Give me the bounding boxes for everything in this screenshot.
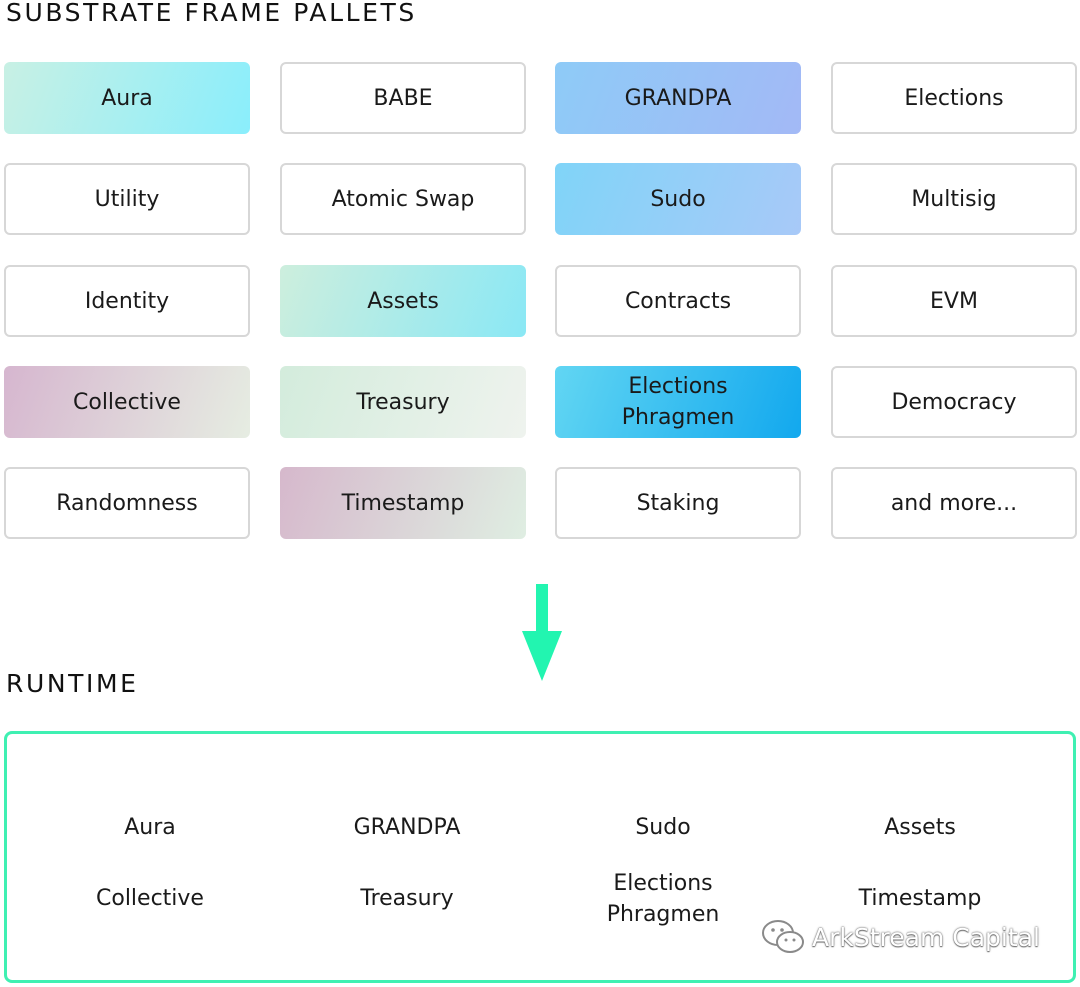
runtime-label: Elections	[613, 871, 713, 896]
watermark-text: ArkStream Capital	[812, 922, 1040, 952]
watermark: ArkStream Capital	[760, 915, 1040, 959]
runtime-item-collective: Collective	[30, 883, 270, 914]
runtime-item-sudo: Sudo	[543, 812, 783, 843]
runtime-label: Timestamp	[858, 886, 982, 911]
arrow-head	[522, 631, 562, 681]
pallet-utility: Utility	[4, 163, 250, 235]
pallet-label: Elections	[628, 374, 728, 399]
pallet-label: and more...	[890, 490, 1018, 516]
pallet-label: Assets	[367, 288, 439, 314]
pallet-treasury: Treasury	[280, 366, 526, 438]
runtime-item-aura: Aura	[30, 812, 270, 843]
pallet-label: GRANDPA	[624, 85, 732, 111]
pallet-babe: BABE	[280, 62, 526, 134]
runtime-label: Phragmen	[606, 902, 720, 927]
pallet-sudo: Sudo	[555, 163, 801, 235]
down-arrow-icon	[522, 584, 562, 681]
pallet-label: Treasury	[356, 389, 450, 415]
pallet-label: Multisig	[911, 186, 997, 212]
runtime-item-treasury: Treasury	[287, 883, 527, 914]
pallets-heading: SUBSTRATE FRAME PALLETS	[6, 0, 417, 27]
pallet-evm: EVM	[831, 265, 1077, 337]
pallet-and-more: and more...	[831, 467, 1077, 539]
pallet-label: Contracts	[624, 288, 732, 314]
pallet-timestamp: Timestamp	[280, 467, 526, 539]
pallet-democracy: Democracy	[831, 366, 1077, 438]
pallet-label: Identity	[84, 288, 170, 314]
pallet-staking: Staking	[555, 467, 801, 539]
pallet-label: EVM	[930, 288, 978, 314]
runtime-label: Aura	[124, 815, 176, 840]
pallet-label: Aura	[101, 85, 153, 111]
runtime-label: GRANDPA	[353, 815, 461, 840]
pallet-label: Atomic Swap	[331, 186, 475, 212]
pallet-elections: Elections	[831, 62, 1077, 134]
runtime-label: Sudo	[635, 815, 691, 840]
pallet-randomness: Randomness	[4, 467, 250, 539]
pallet-aura: Aura	[4, 62, 250, 134]
runtime-item-timestamp: Timestamp	[800, 883, 1040, 914]
pallet-label: Randomness	[56, 490, 198, 516]
pallet-collective: Collective	[4, 366, 250, 438]
runtime-label: Treasury	[360, 886, 454, 911]
pallet-identity: Identity	[4, 265, 250, 337]
pallet-label: Utility	[94, 186, 160, 212]
arrow-shaft	[536, 584, 548, 644]
runtime-label: Collective	[96, 886, 204, 911]
runtime-label: Assets	[884, 815, 956, 840]
pallet-label: Collective	[73, 389, 181, 415]
pallet-label: Staking	[636, 490, 720, 516]
runtime-item-assets: Assets	[800, 812, 1040, 843]
pallet-atomic-swap: Atomic Swap	[280, 163, 526, 235]
pallet-multisig: Multisig	[831, 163, 1077, 235]
runtime-heading: RUNTIME	[6, 669, 139, 698]
pallet-contracts: Contracts	[555, 265, 801, 337]
pallet-label: Timestamp	[341, 490, 465, 516]
pallet-label: Sudo	[650, 186, 706, 212]
pallet-label: Democracy	[891, 389, 1017, 415]
pallet-label: Phragmen	[621, 405, 735, 430]
pallet-grandpa: GRANDPA	[555, 62, 801, 134]
pallet-label: Elections	[904, 85, 1004, 111]
runtime-item-grandpa: GRANDPA	[287, 812, 527, 843]
wechat-icon	[762, 920, 804, 953]
pallet-assets: Assets	[280, 265, 526, 337]
pallet-label: BABE	[373, 85, 433, 111]
